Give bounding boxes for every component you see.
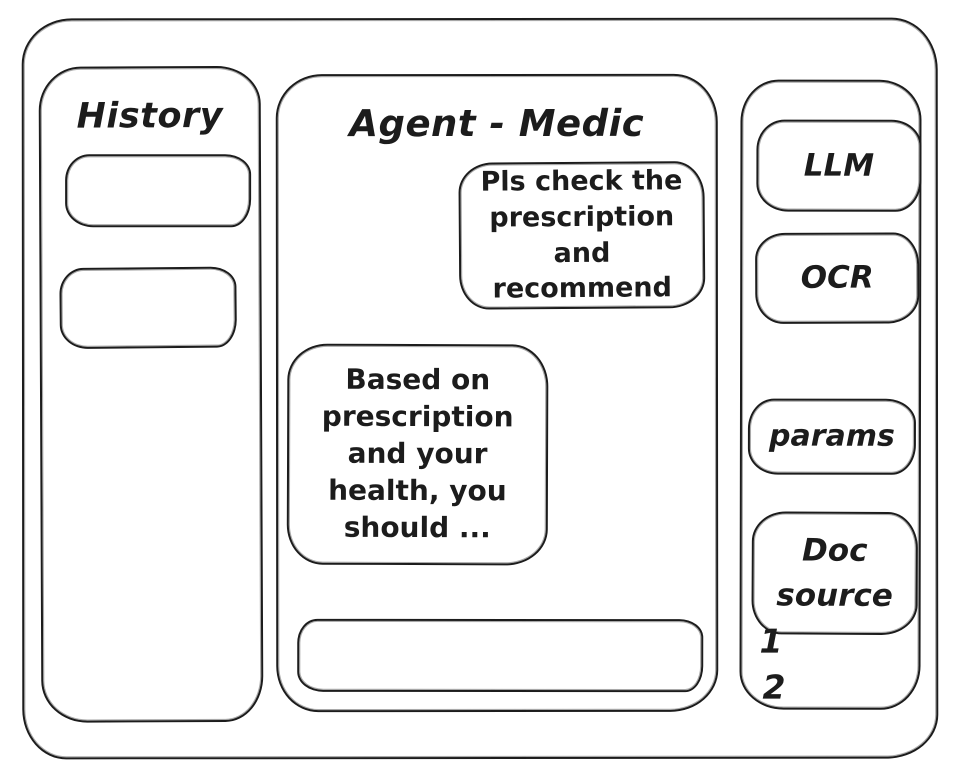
tool-llm-label: LLM xyxy=(803,147,875,184)
tool-llm-button[interactable]: LLM xyxy=(756,119,922,212)
tool-doc-source-button[interactable]: Doc source xyxy=(751,511,919,636)
tool-ocr-label: OCR xyxy=(800,259,874,296)
assistant-message-bubble: Based on prescription and your health, y… xyxy=(286,343,549,566)
history-item[interactable] xyxy=(65,154,252,228)
doc-source-item-1[interactable]: 1 xyxy=(759,621,783,661)
history-title: History xyxy=(76,95,224,137)
app-window-frame: History Agent - Medic Pls check the pres… xyxy=(21,17,939,760)
tools-panel: LLM OCR params Doc source 1 2 xyxy=(739,79,922,710)
chat-title: Agent - Medic xyxy=(349,101,645,146)
chat-input[interactable] xyxy=(297,618,704,693)
tool-params-label: params xyxy=(768,418,895,455)
user-message-text: Pls check the prescription and recommend xyxy=(480,165,683,305)
chat-panel: Agent - Medic Pls check the prescription… xyxy=(275,73,719,713)
tool-ocr-button[interactable]: OCR xyxy=(755,232,920,324)
history-item[interactable] xyxy=(59,266,238,350)
assistant-message-text: Based on prescription and your health, y… xyxy=(321,362,514,545)
user-message-bubble: Pls check the prescription and recommend xyxy=(458,161,706,310)
tool-params-button[interactable]: params xyxy=(747,398,916,475)
doc-source-item-2[interactable]: 2 xyxy=(762,667,786,707)
history-panel: History xyxy=(38,65,264,723)
tool-doc-source-label: Doc source xyxy=(776,532,893,614)
